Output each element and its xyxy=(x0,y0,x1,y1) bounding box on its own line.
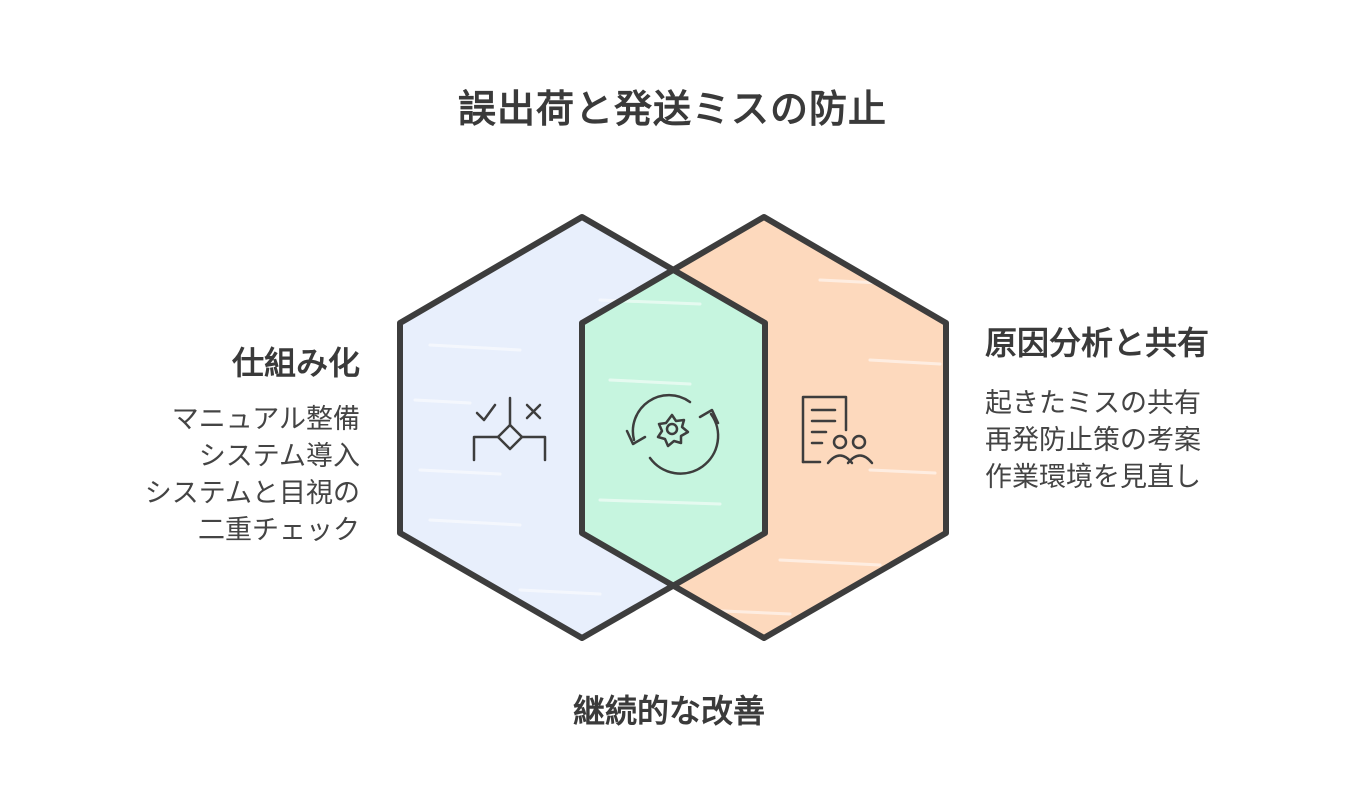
left-section-list: マニュアル整備 システム導入 システムと目視の 二重チェック xyxy=(145,401,360,549)
decision-check-icon xyxy=(472,396,547,462)
list-item: マニュアル整備 xyxy=(171,404,360,435)
list-item: 作業環境を見直し xyxy=(985,462,1201,493)
list-item: システム導入 xyxy=(198,441,360,472)
document-team-icon xyxy=(801,395,874,465)
list-item: 再発防止策の考案 xyxy=(985,425,1201,456)
list-item: 起きたミスの共有 xyxy=(985,388,1201,419)
diagram-title: 誤出荷と発送ミスの防止 xyxy=(457,87,887,131)
right-hexagon-outline xyxy=(579,214,949,641)
center-section-title: 継続的な改善 xyxy=(572,692,765,730)
left-section-title: 仕組み化 xyxy=(231,344,360,382)
list-item: 二重チェック xyxy=(198,515,360,546)
cycle-gear-icon xyxy=(625,393,720,475)
left-hexagon-outline xyxy=(397,214,768,641)
right-section-title: 原因分析と共有 xyxy=(985,324,1210,362)
list-item: システムと目視の xyxy=(144,478,360,509)
right-section-list: 起きたミスの共有 再発防止策の考案 作業環境を見直し xyxy=(985,385,1201,496)
